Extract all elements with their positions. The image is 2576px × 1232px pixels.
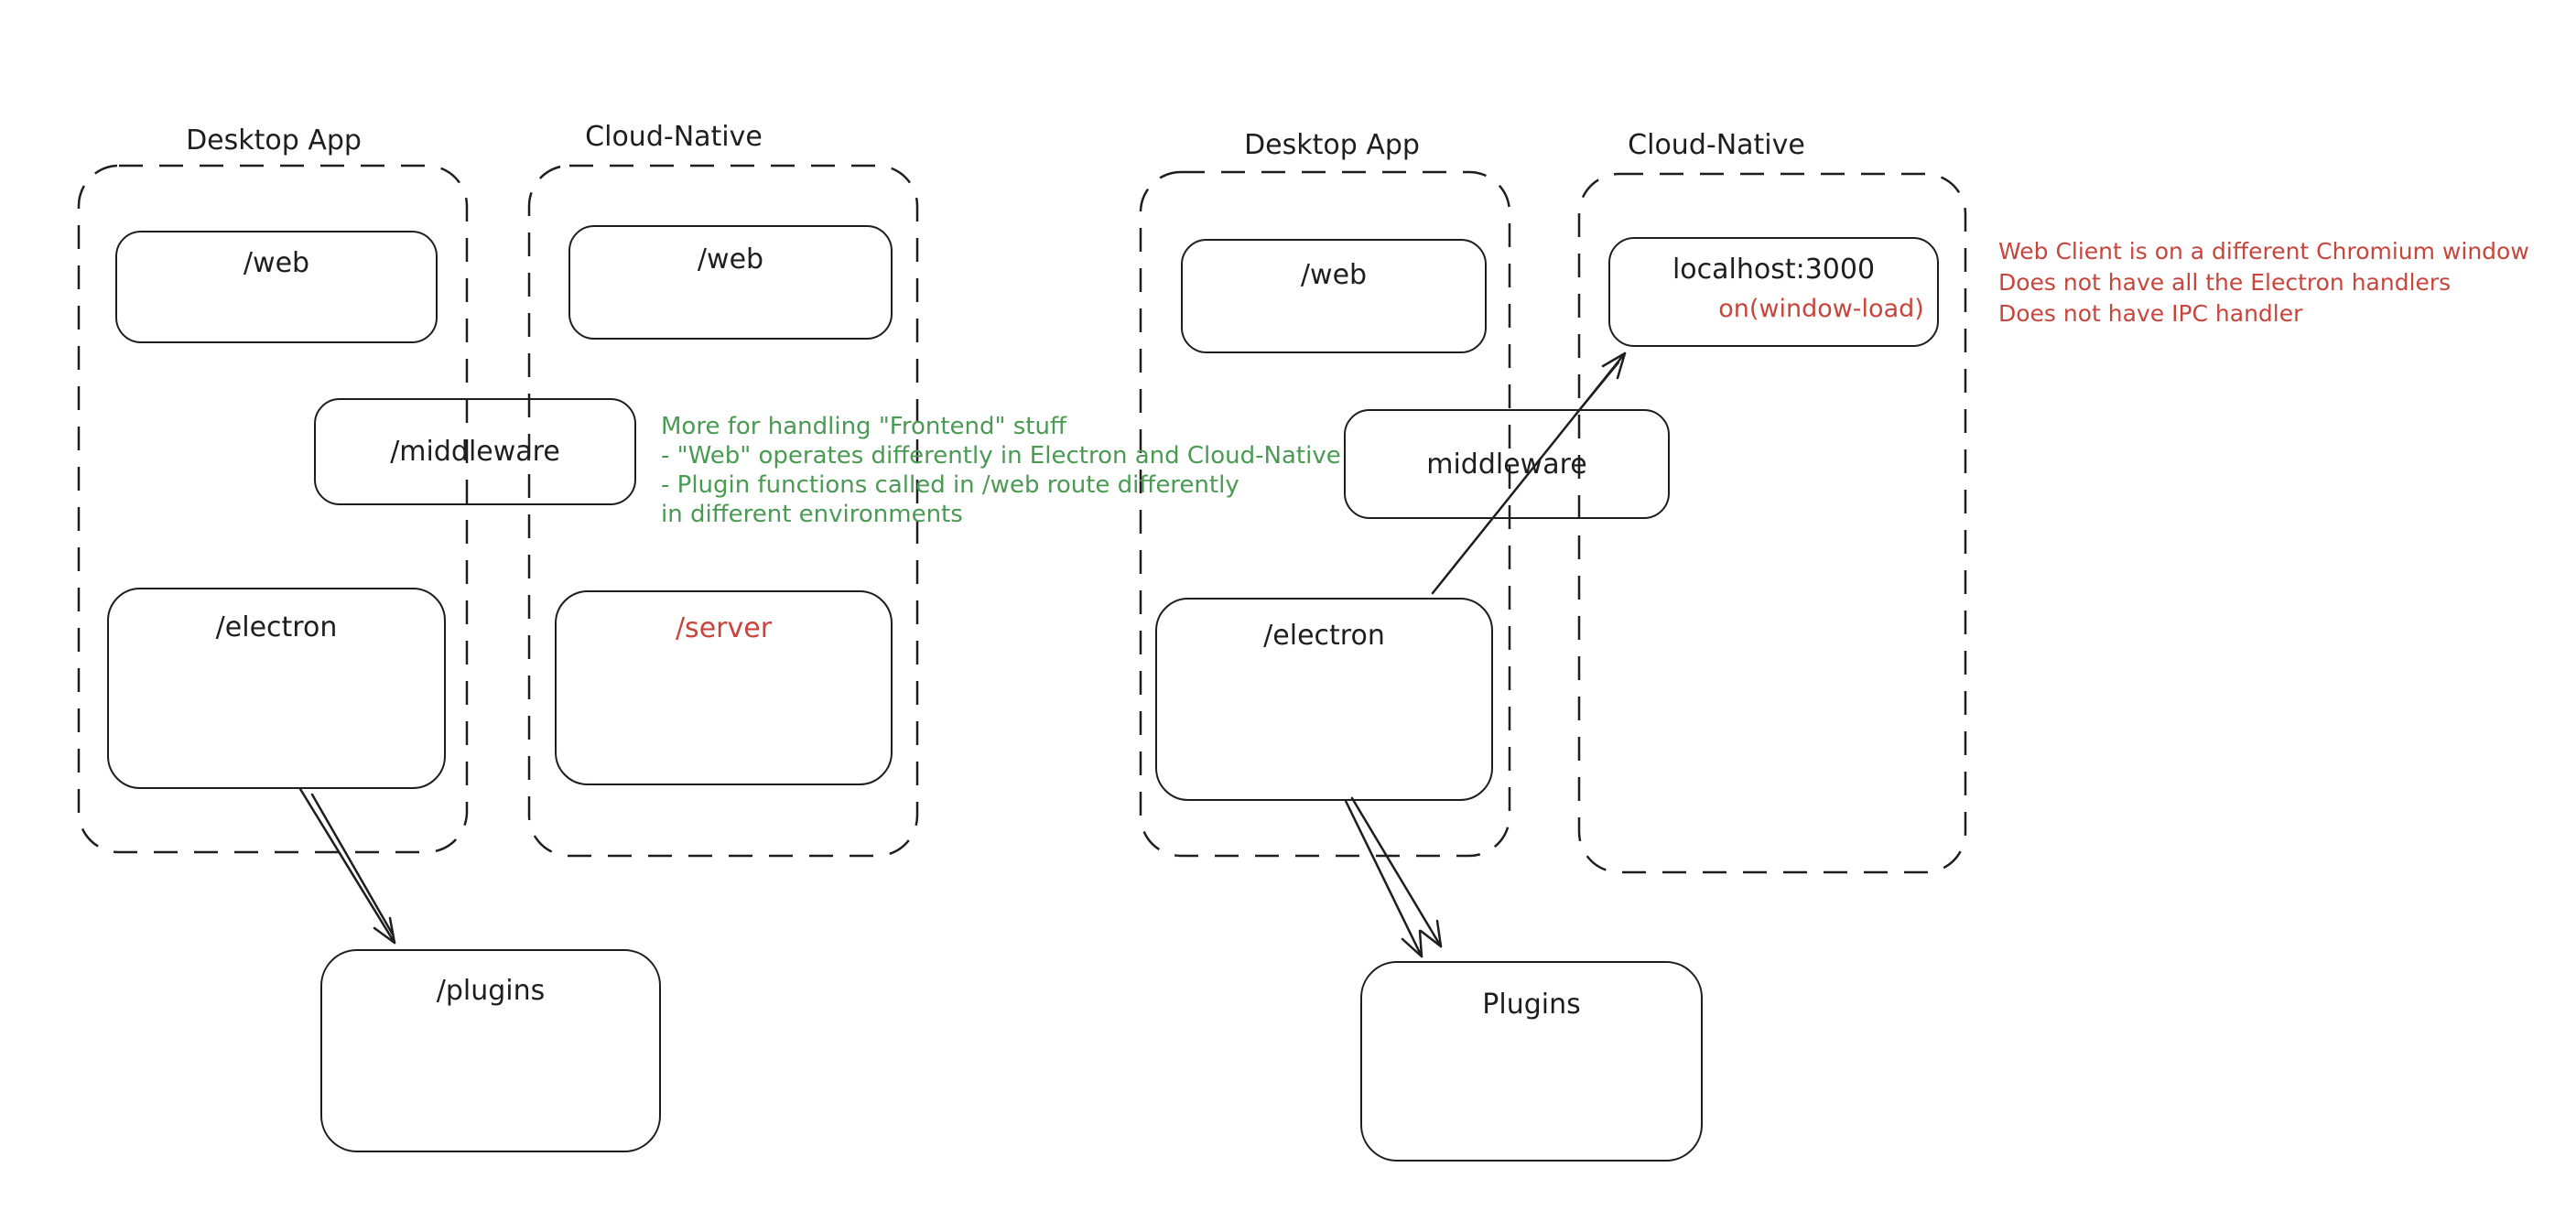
green-note-line-4: in different environments: [661, 501, 963, 528]
left-desktop-container[interactable]: [77, 164, 469, 854]
left-cloud-web-label: /web: [697, 243, 764, 276]
right-plugins-label: Plugins: [1482, 989, 1581, 1021]
right-localhost-box[interactable]: localhost:3000 on(window-load): [1608, 237, 1939, 347]
left-electron-box[interactable]: /electron: [107, 588, 446, 789]
left-cloud-title: Cloud-Native: [585, 121, 763, 153]
right-localhost-label: localhost:3000: [1672, 254, 1876, 286]
left-middleware-box[interactable]: /middleware: [314, 398, 636, 505]
left-plugins-box[interactable]: /plugins: [320, 949, 661, 1152]
red-note-line-1: Web Client is on a different Chromium wi…: [1998, 238, 2529, 265]
left-electron-label: /electron: [215, 611, 338, 643]
right-red-note: Web Client is on a different Chromium wi…: [1998, 236, 2529, 330]
right-electron-box[interactable]: /electron: [1155, 598, 1493, 801]
left-green-note: More for handling "Frontend" stuff - "We…: [661, 412, 1341, 529]
right-middleware-box[interactable]: middleware: [1344, 409, 1670, 519]
green-note-line-2: - "Web" operates differently in Electron…: [661, 442, 1341, 470]
left-web-label: /web: [243, 247, 310, 279]
left-cloud-web-box[interactable]: /web: [568, 225, 893, 340]
red-note-line-3: Does not have IPC handler: [1998, 300, 2303, 327]
red-note-line-2: Does not have all the Electron handlers: [1998, 269, 2452, 296]
right-plugins-box[interactable]: Plugins: [1360, 961, 1703, 1162]
green-note-line-1: More for handling "Frontend" stuff: [661, 413, 1066, 440]
left-server-box[interactable]: /server: [555, 590, 893, 785]
left-plugins-label: /plugins: [436, 975, 546, 1007]
right-desktop-title: Desktop App: [1244, 129, 1420, 161]
right-electron-label: /electron: [1263, 620, 1385, 652]
right-web-label: /web: [1300, 259, 1368, 291]
left-web-box[interactable]: /web: [115, 231, 438, 343]
right-cloud-title: Cloud-Native: [1628, 129, 1805, 161]
left-middleware-label: /middleware: [390, 436, 560, 468]
left-server-label: /server: [675, 612, 773, 644]
right-onload-label: on(window-load): [1718, 295, 1924, 323]
right-middleware-label: middleware: [1426, 448, 1587, 481]
left-desktop-title: Desktop App: [186, 124, 362, 157]
green-note-line-3: - Plugin functions called in /web route …: [661, 471, 1239, 499]
right-web-box[interactable]: /web: [1181, 239, 1487, 353]
